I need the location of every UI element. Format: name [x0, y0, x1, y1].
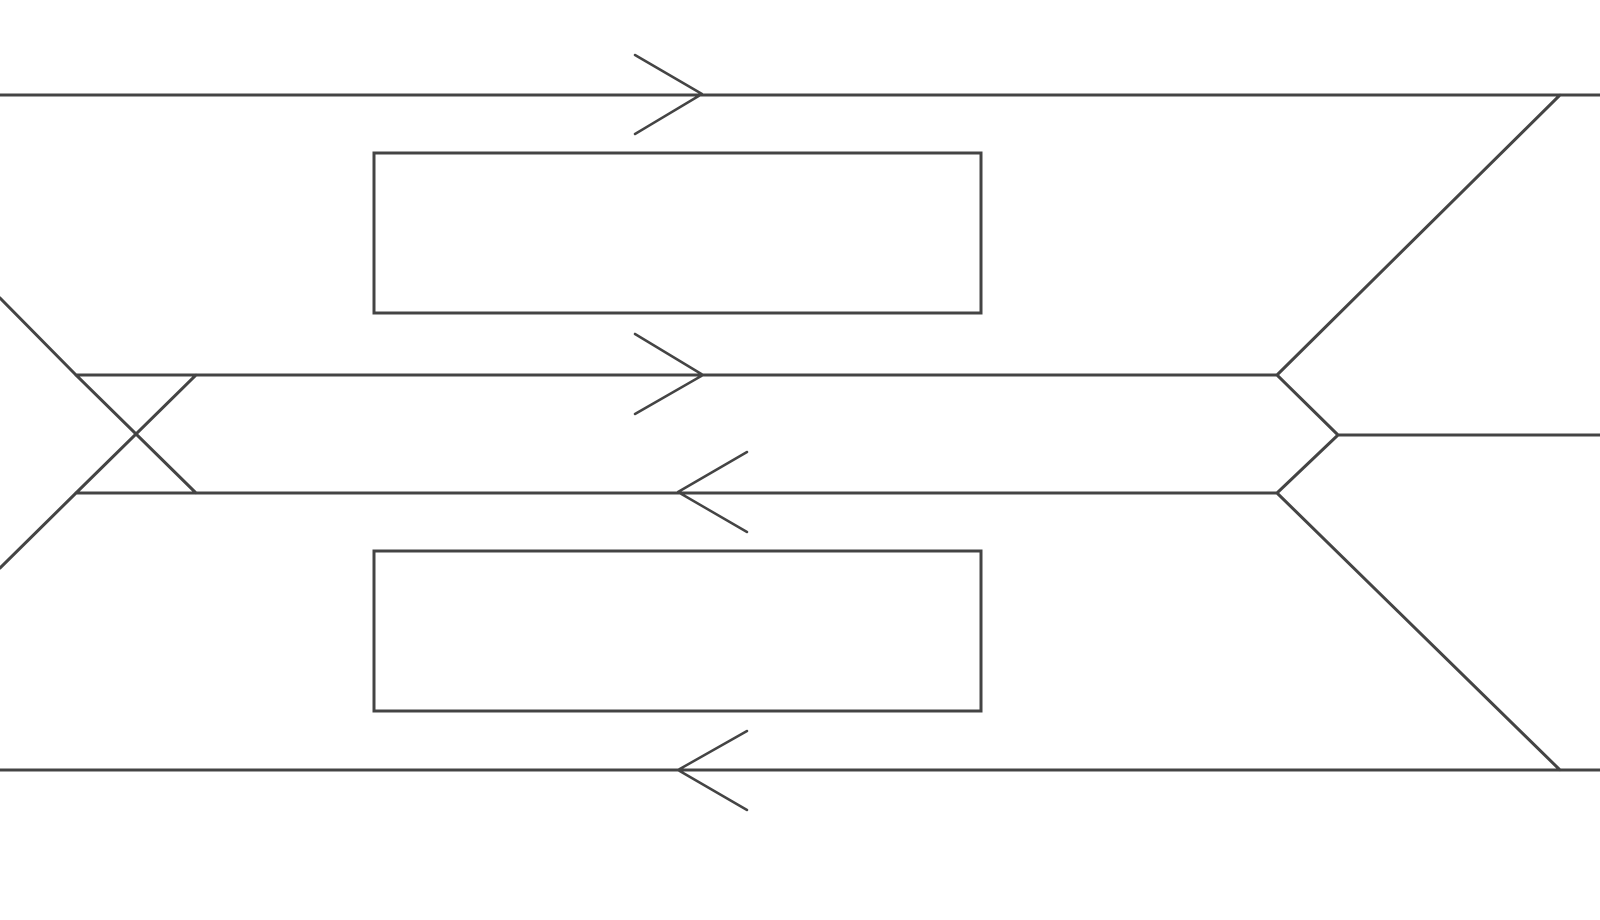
track-4 — [0, 729, 1600, 812]
track-3-left-arrow-icon — [676, 450, 749, 534]
platform-lower — [372, 549, 983, 713]
right-upper-diverge — [1275, 93, 1562, 377]
track-1-right-arrow-icon — [633, 53, 704, 136]
right-lower-diverge — [1275, 491, 1562, 772]
left-junction — [0, 296, 198, 570]
track-1 — [0, 53, 1600, 136]
right-merge-point — [1275, 373, 1340, 495]
track-2 — [74, 332, 1279, 416]
track-4-left-arrow-icon — [676, 729, 749, 812]
track-2-right-arrow-icon — [633, 332, 705, 416]
left-lower-branch — [0, 491, 78, 570]
track-3 — [74, 450, 1279, 534]
crossover-diagonal-b — [74, 373, 198, 495]
right-junction — [1275, 93, 1600, 772]
platform-upper — [372, 151, 983, 315]
left-upper-branch — [0, 296, 78, 377]
